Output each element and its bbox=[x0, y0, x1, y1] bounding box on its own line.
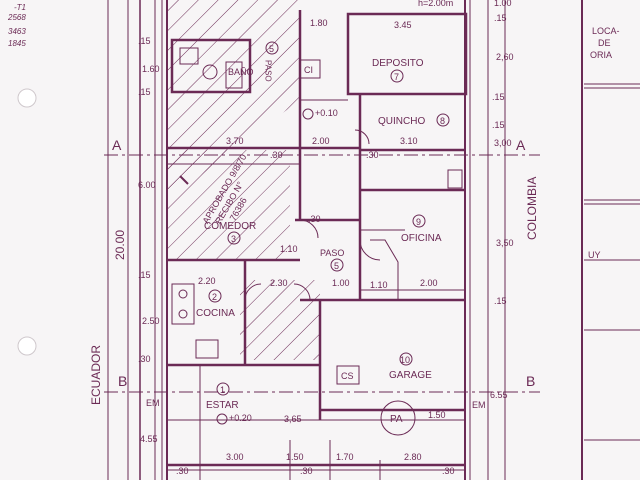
doors bbox=[244, 129, 381, 301]
svg-text:2.50: 2.50 bbox=[142, 316, 160, 326]
hatched-zone bbox=[168, 0, 320, 360]
room-paso-top: PASO bbox=[264, 60, 273, 82]
ci-label: CI bbox=[304, 65, 313, 75]
section-b-right: B bbox=[526, 373, 535, 389]
room-cocina: COCINA bbox=[196, 308, 235, 319]
svg-text:5: 5 bbox=[269, 44, 274, 54]
svg-text:1.50: 1.50 bbox=[428, 410, 446, 420]
svg-text:10: 10 bbox=[400, 355, 410, 365]
svg-text:.15: .15 bbox=[138, 87, 151, 97]
svg-text:1.00: 1.00 bbox=[494, 0, 512, 8]
binder-hole-top bbox=[17, 88, 37, 108]
svg-text:4.55: 4.55 bbox=[140, 434, 158, 444]
svg-text:.30: .30 bbox=[138, 354, 151, 364]
cs-label: CS bbox=[341, 371, 354, 381]
pa-label: PA bbox=[390, 414, 403, 425]
room-bano: BAÑO bbox=[228, 67, 254, 77]
walls bbox=[167, 10, 468, 467]
svg-text:ORIA: ORIA bbox=[590, 50, 612, 60]
svg-text:8: 8 bbox=[440, 116, 445, 126]
svg-text:5: 5 bbox=[334, 261, 339, 271]
svg-text:.15: .15 bbox=[494, 13, 507, 23]
room-quincho: QUINCHO bbox=[378, 116, 425, 127]
svg-text:2.00: 2.00 bbox=[420, 278, 438, 288]
svg-text:3.00: 3.00 bbox=[226, 452, 244, 462]
svg-text:3,50: 3,50 bbox=[496, 238, 514, 248]
fixtures bbox=[171, 47, 463, 359]
svg-text:LOCA-: LOCA- bbox=[592, 26, 620, 36]
svg-text:1.10: 1.10 bbox=[370, 280, 388, 290]
room-deposito: DEPOSITO bbox=[372, 58, 424, 69]
svg-text:+0.10: +0.10 bbox=[315, 108, 338, 118]
room-labels: DEPOSITO 7 QUINCHO 8 BAÑO 5 PASO CI COME… bbox=[196, 41, 450, 436]
svg-text:3.10: 3.10 bbox=[400, 136, 418, 146]
svg-text:.30: .30 bbox=[300, 466, 313, 476]
binder-hole-bottom bbox=[17, 336, 37, 356]
levels: +0.10 +0.20 bbox=[216, 108, 338, 425]
svg-text:1.70: 1.70 bbox=[336, 452, 354, 462]
section-a-right: A bbox=[516, 137, 526, 153]
room-estar: ESTAR bbox=[206, 400, 239, 411]
svg-text:1.10: 1.10 bbox=[280, 244, 298, 254]
svg-text:DE: DE bbox=[598, 38, 611, 48]
svg-text:.30: .30 bbox=[442, 466, 455, 476]
svg-text:2: 2 bbox=[212, 292, 217, 302]
svg-text:1: 1 bbox=[220, 385, 225, 395]
svg-text:1.60: 1.60 bbox=[142, 64, 160, 74]
svg-text:3: 3 bbox=[231, 234, 236, 244]
section-markers: A A B B EM EM bbox=[104, 137, 540, 410]
dimensions: 1.80 3.45 h=2.00m 1.00 .15 .15 1.60 .15 … bbox=[138, 0, 514, 476]
handwritten-notes: -T1 2568 3463 1845 bbox=[7, 3, 26, 48]
svg-text:2.00: 2.00 bbox=[312, 136, 330, 146]
svg-text:.30: .30 bbox=[176, 466, 189, 476]
section-a-left: A bbox=[112, 137, 122, 153]
svg-text:EM: EM bbox=[472, 400, 486, 410]
street-colombia: COLOMBIA bbox=[525, 177, 539, 240]
svg-text:.15: .15 bbox=[492, 92, 505, 102]
svg-text:.30: .30 bbox=[270, 150, 283, 160]
svg-text:+0.20: +0.20 bbox=[229, 413, 252, 423]
svg-text:2,60: 2,60 bbox=[496, 52, 514, 62]
svg-text:EM: EM bbox=[146, 398, 160, 408]
svg-text:2568: 2568 bbox=[7, 13, 26, 22]
svg-text:3,00: 3,00 bbox=[494, 138, 512, 148]
street-ecuador: ECUADOR bbox=[89, 345, 103, 405]
svg-text:UY: UY bbox=[588, 250, 601, 260]
svg-text:.15: .15 bbox=[138, 270, 151, 280]
svg-text:.15: .15 bbox=[138, 36, 151, 46]
svg-text:3,65: 3,65 bbox=[284, 414, 302, 424]
room-paso-mid: PASO bbox=[320, 248, 344, 258]
section-b-left: B bbox=[118, 373, 127, 389]
svg-text:.30: .30 bbox=[366, 150, 379, 160]
svg-text:9: 9 bbox=[416, 217, 421, 227]
svg-text:7: 7 bbox=[394, 72, 399, 82]
svg-text:h=2.00m: h=2.00m bbox=[418, 0, 453, 8]
room-garage: GARAGE bbox=[389, 370, 432, 381]
room-comedor: COMEDOR bbox=[204, 221, 256, 232]
svg-text:-T1: -T1 bbox=[14, 3, 26, 12]
svg-text:1.80: 1.80 bbox=[310, 18, 328, 28]
neighbor-plan bbox=[581, 0, 640, 480]
svg-text:6.55: 6.55 bbox=[490, 390, 508, 400]
svg-text:3.45: 3.45 bbox=[394, 20, 412, 30]
svg-text:1.00: 1.00 bbox=[332, 278, 350, 288]
neighbor-labels: LOCA- DE ORIA UY bbox=[588, 26, 620, 260]
svg-text:3.70: 3.70 bbox=[226, 136, 244, 146]
room-oficina: OFICINA bbox=[401, 233, 442, 244]
svg-text:1.50: 1.50 bbox=[286, 452, 304, 462]
total-depth: 20.00 bbox=[113, 230, 127, 260]
svg-text:3463: 3463 bbox=[8, 27, 26, 36]
svg-text:2.80: 2.80 bbox=[404, 452, 422, 462]
svg-text:1845: 1845 bbox=[8, 39, 26, 48]
svg-text:.15: .15 bbox=[492, 120, 505, 130]
svg-text:2.20: 2.20 bbox=[198, 276, 216, 286]
svg-text:2.30: 2.30 bbox=[270, 278, 288, 288]
svg-text:6.00: 6.00 bbox=[138, 180, 156, 190]
svg-text:.30: .30 bbox=[308, 214, 321, 224]
svg-text:.15: .15 bbox=[494, 296, 507, 306]
